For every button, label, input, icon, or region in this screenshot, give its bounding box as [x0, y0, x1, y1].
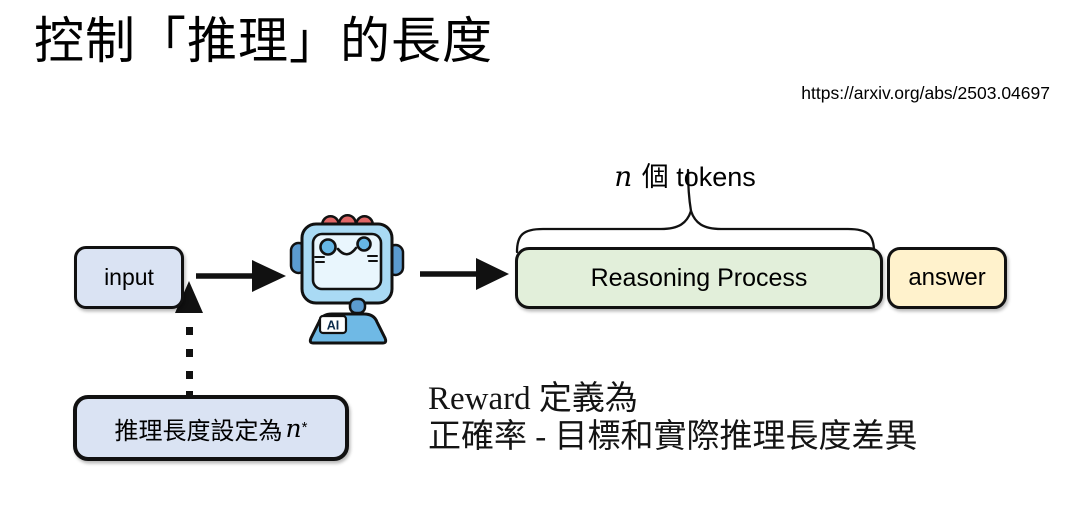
token-count-text: 個 tokens — [634, 162, 756, 192]
robot-face-screen — [311, 232, 383, 291]
target-length-variable: n — [285, 413, 302, 443]
arrow-model-to-reasoning-icon — [420, 258, 509, 290]
ai-robot-icon: AI — [289, 214, 405, 345]
answer-box: answer — [887, 247, 1007, 309]
reasoning-process-label: Reasoning Process — [590, 263, 808, 292]
arxiv-link[interactable]: https://arxiv.org/abs/2503.04697 — [801, 83, 1050, 103]
reward-caption: Reward 定義為 正確率 - 目標和實際推理長度差異 — [428, 380, 918, 456]
robot-eye-left — [319, 238, 337, 256]
reward-caption-line1: Reward 定義為 — [428, 381, 638, 417]
robot-smile — [336, 246, 358, 256]
input-box-label: input — [104, 264, 154, 290]
arrow-input-to-model-icon — [196, 260, 286, 292]
robot-head — [300, 222, 394, 305]
answer-box-label: answer — [908, 264, 986, 291]
page-title: 控制「推理」的長度 — [34, 13, 493, 69]
robot-cheek-marks — [314, 255, 378, 263]
robot-head-bumps — [320, 214, 375, 228]
token-count-label: n 個 tokens — [565, 160, 805, 196]
robot-neck — [348, 297, 367, 315]
robot-ear-right — [386, 243, 405, 277]
token-count-variable: n — [614, 160, 633, 193]
robot-ear-left — [289, 241, 308, 275]
reward-caption-line2: 正確率 - 目標和實際推理長度差異 — [428, 419, 918, 455]
robot-body — [308, 312, 388, 345]
robot-ai-badge — [318, 314, 348, 335]
robot-ai-badge-label: AI — [327, 319, 340, 333]
input-box: input — [74, 246, 184, 309]
reasoning-process-box: Reasoning Process — [515, 247, 883, 309]
robot-eye-right — [356, 236, 372, 252]
target-length-text: 推理長度設定為 — [114, 417, 283, 445]
